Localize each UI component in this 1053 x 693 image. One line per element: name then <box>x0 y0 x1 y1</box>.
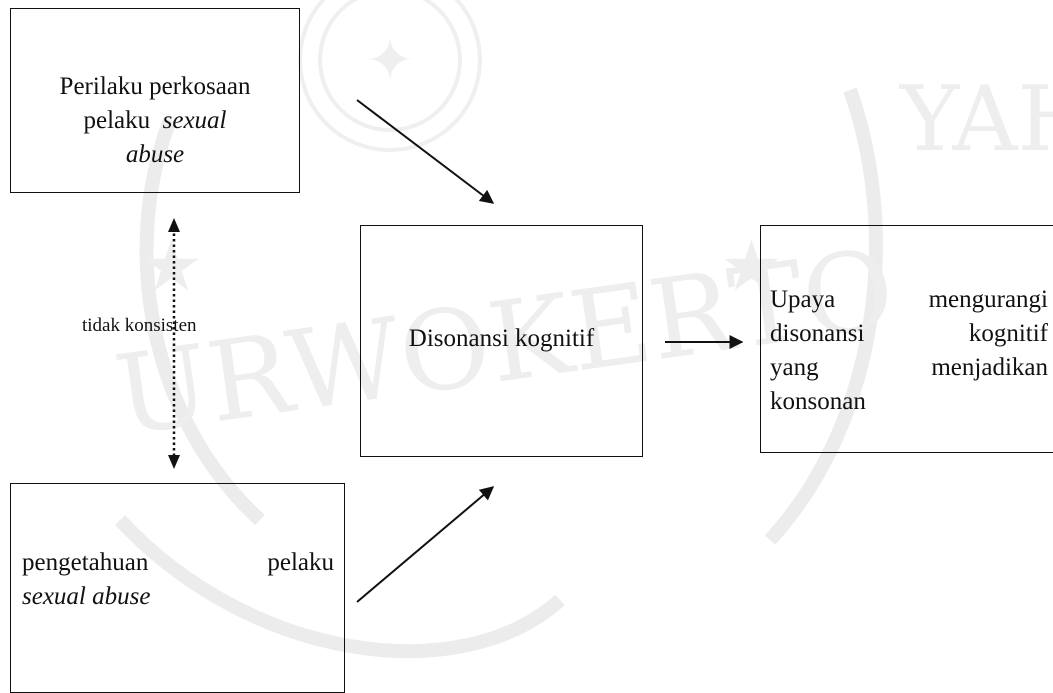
perilaku-line2-italic: sexual <box>162 107 227 134</box>
svg-text:★: ★ <box>720 225 783 307</box>
svg-text:✦: ✦ <box>366 26 415 94</box>
upaya-row3-left: yang <box>770 354 819 381</box>
node-pengetahuan-text: pengetahuan pelaku sexual abuse <box>22 546 334 614</box>
node-disonansi-box <box>360 225 643 457</box>
pengetahuan-word2: pelaku <box>267 549 334 576</box>
perilaku-line1: Perilaku perkosaan <box>59 73 251 100</box>
svg-text:YAH: YAH <box>898 67 1053 172</box>
upaya-row1-left: Upaya <box>770 286 836 313</box>
arrow-perilaku-to-disonansi <box>356 99 495 204</box>
upaya-row4: konsonan <box>770 388 866 415</box>
edge-label-tidak-konsisten: tidak konsisten <box>82 315 197 336</box>
svg-text:★: ★ <box>140 225 203 307</box>
pengetahuan-line2-italic: sexual abuse <box>22 583 151 610</box>
dotted-link-arrowhead-down <box>168 455 180 469</box>
arrow-pengetahuan-to-disonansi <box>356 486 495 603</box>
perilaku-line3-italic: abuse <box>125 141 185 168</box>
node-perilaku-box <box>10 8 300 193</box>
pengetahuan-word1: pengetahuan <box>22 549 149 576</box>
upaya-row3-right: menjadikan <box>931 354 1048 381</box>
upaya-row2-left: disonansi <box>770 320 865 347</box>
upaya-row2-right: kognitif <box>968 320 1048 347</box>
node-upaya-box <box>760 225 1053 453</box>
perilaku-line2-plain: pelaku <box>83 107 151 134</box>
upaya-row1-right: mengurangi <box>928 286 1048 313</box>
dotted-link-arrowhead-up <box>168 218 180 232</box>
node-upaya-text: Upaya mengurangi disonansi kognitif yang… <box>770 283 1048 419</box>
node-disonansi-label: Disonansi kognitif <box>408 325 595 352</box>
node-perilaku-text: Perilaku perkosaan pelaku sexual abuse <box>14 70 296 172</box>
